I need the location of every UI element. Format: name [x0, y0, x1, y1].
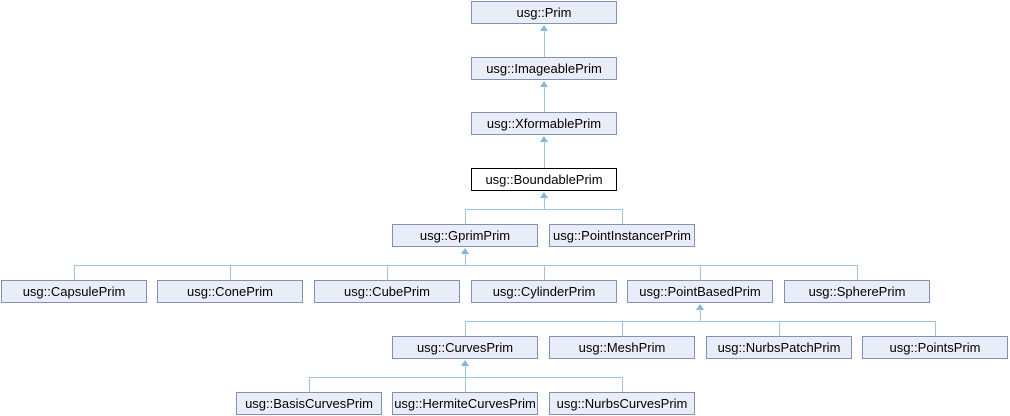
class-node-usg-mesh-prim[interactable]: usg::MeshPrim: [549, 336, 695, 359]
inheritance-arrowhead: [461, 360, 469, 366]
inheritance-arrowhead: [540, 25, 548, 31]
edge-segment: [74, 265, 75, 280]
edge-segment: [544, 197, 545, 210]
class-node-usg-basis-curves-prim[interactable]: usg::BasisCurvesPrim: [236, 392, 382, 415]
class-node-usg-nurbs-curves-prim[interactable]: usg::NurbsCurvesPrim: [549, 392, 695, 415]
edge-segment: [779, 321, 780, 336]
class-node-usg-cone-prim[interactable]: usg::ConePrim: [157, 280, 303, 303]
edge-segment: [465, 377, 466, 392]
inheritance-arrowhead: [461, 248, 469, 254]
class-node-usg-xformable-prim[interactable]: usg::XformablePrim: [471, 112, 617, 135]
edge-segment: [935, 321, 936, 336]
inheritance-arrowhead: [540, 81, 548, 87]
class-node-usg-curves-prim[interactable]: usg::CurvesPrim: [392, 336, 538, 359]
edge-segment: [465, 209, 466, 224]
edge-segment: [465, 321, 466, 336]
inheritance-arrowhead: [540, 136, 548, 142]
class-node-usg-cube-prim[interactable]: usg::CubePrim: [314, 280, 460, 303]
class-node-usg-boundable-prim: usg::BoundablePrim: [471, 168, 617, 191]
class-node-usg-prim[interactable]: usg::Prim: [471, 1, 617, 24]
edge-segment: [544, 141, 545, 168]
inheritance-arrowhead: [540, 192, 548, 198]
edge-segment: [465, 253, 466, 266]
class-node-usg-cylinder-prim[interactable]: usg::CylinderPrim: [471, 280, 617, 303]
edge-segment: [544, 86, 545, 112]
edge-segment: [387, 265, 388, 280]
edge-segment: [74, 265, 858, 266]
edge-segment: [622, 321, 623, 336]
edge-segment: [857, 265, 858, 280]
edge-segment: [700, 309, 701, 322]
class-node-usg-point-instancer-prim[interactable]: usg::PointInstancerPrim: [549, 224, 695, 247]
edge-segment: [465, 365, 466, 378]
edge-segment: [309, 377, 623, 378]
class-node-usg-points-prim[interactable]: usg::PointsPrim: [862, 336, 1008, 359]
class-node-usg-capsule-prim[interactable]: usg::CapsulePrim: [1, 280, 147, 303]
edge-segment: [544, 265, 545, 280]
edge-segment: [544, 30, 545, 57]
class-node-usg-point-based-prim[interactable]: usg::PointBasedPrim: [627, 280, 773, 303]
class-node-usg-sphere-prim[interactable]: usg::SpherePrim: [784, 280, 930, 303]
class-node-usg-nurbs-patch-prim[interactable]: usg::NurbsPatchPrim: [706, 336, 852, 359]
edge-segment: [622, 209, 623, 224]
class-node-usg-hermite-curves-prim[interactable]: usg::HermiteCurvesPrim: [392, 392, 538, 415]
edge-segment: [309, 377, 310, 392]
edge-segment: [230, 265, 231, 280]
edge-segment: [700, 265, 701, 280]
class-node-usg-gprim-prim[interactable]: usg::GprimPrim: [392, 224, 538, 247]
edge-segment: [622, 377, 623, 392]
edge-segment: [465, 321, 936, 322]
edge-segment: [465, 209, 623, 210]
class-node-usg-imageable-prim[interactable]: usg::ImageablePrim: [471, 57, 617, 80]
inheritance-arrowhead: [696, 304, 704, 310]
